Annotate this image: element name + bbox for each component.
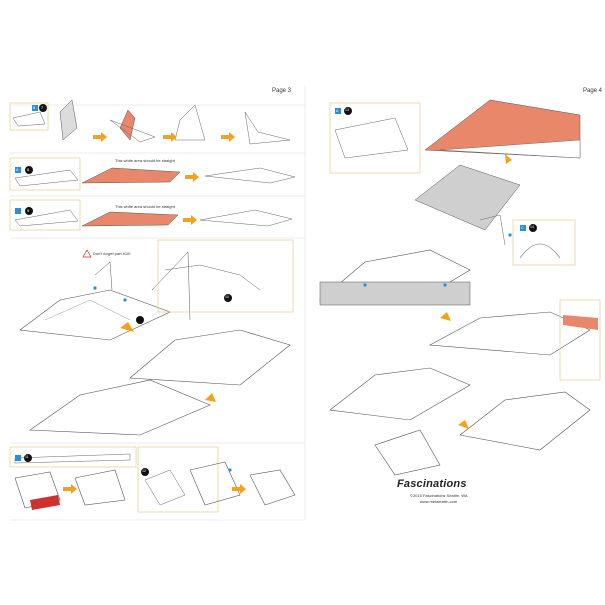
step8-row <box>9 157 296 191</box>
step9-row <box>9 199 293 231</box>
warning-icon <box>82 249 92 258</box>
part-letter-a-right: A <box>336 109 339 113</box>
part-tag-b-icon <box>32 105 38 111</box>
step-number-11: 11 <box>25 455 29 459</box>
brand-website: www.metalearth.com <box>420 499 458 504</box>
step-number-8: 8 <box>27 167 30 172</box>
straight-note-2: This white area should be straight <box>115 204 175 209</box>
step13-row <box>329 99 581 174</box>
brand-copyright: ©2015 Fascinations Seattle, WA <box>410 493 468 498</box>
part-tag-a2-icon <box>15 208 21 214</box>
brand-logo: Fascinations <box>397 478 467 490</box>
step14-row <box>414 154 576 266</box>
page-3-label: Page 3 <box>272 88 292 94</box>
step-number-7: 7 <box>41 105 44 110</box>
step-number-14: 14 <box>530 225 534 229</box>
step-number-13: 13 <box>345 108 349 112</box>
part-tag-a-icon <box>15 167 21 173</box>
plane-assembly-left <box>19 239 294 436</box>
step-number-10: 10 <box>225 295 229 299</box>
straight-note-1: This white area should be straight <box>115 158 175 163</box>
step-number-12: 12 <box>142 469 146 473</box>
part-letter-b: B <box>33 106 36 110</box>
step7-row <box>9 99 291 145</box>
part-letter-a: A <box>16 168 19 172</box>
part-letter-c: C <box>521 226 524 230</box>
page-4-label: Page 4 <box>583 88 603 94</box>
plane-assembly-right <box>319 249 601 476</box>
step-number-9: 9 <box>27 208 30 213</box>
stand-row-left <box>9 446 296 513</box>
step-badges <box>15 104 537 476</box>
part-warning-note: Don't forget part #10! <box>93 251 131 256</box>
